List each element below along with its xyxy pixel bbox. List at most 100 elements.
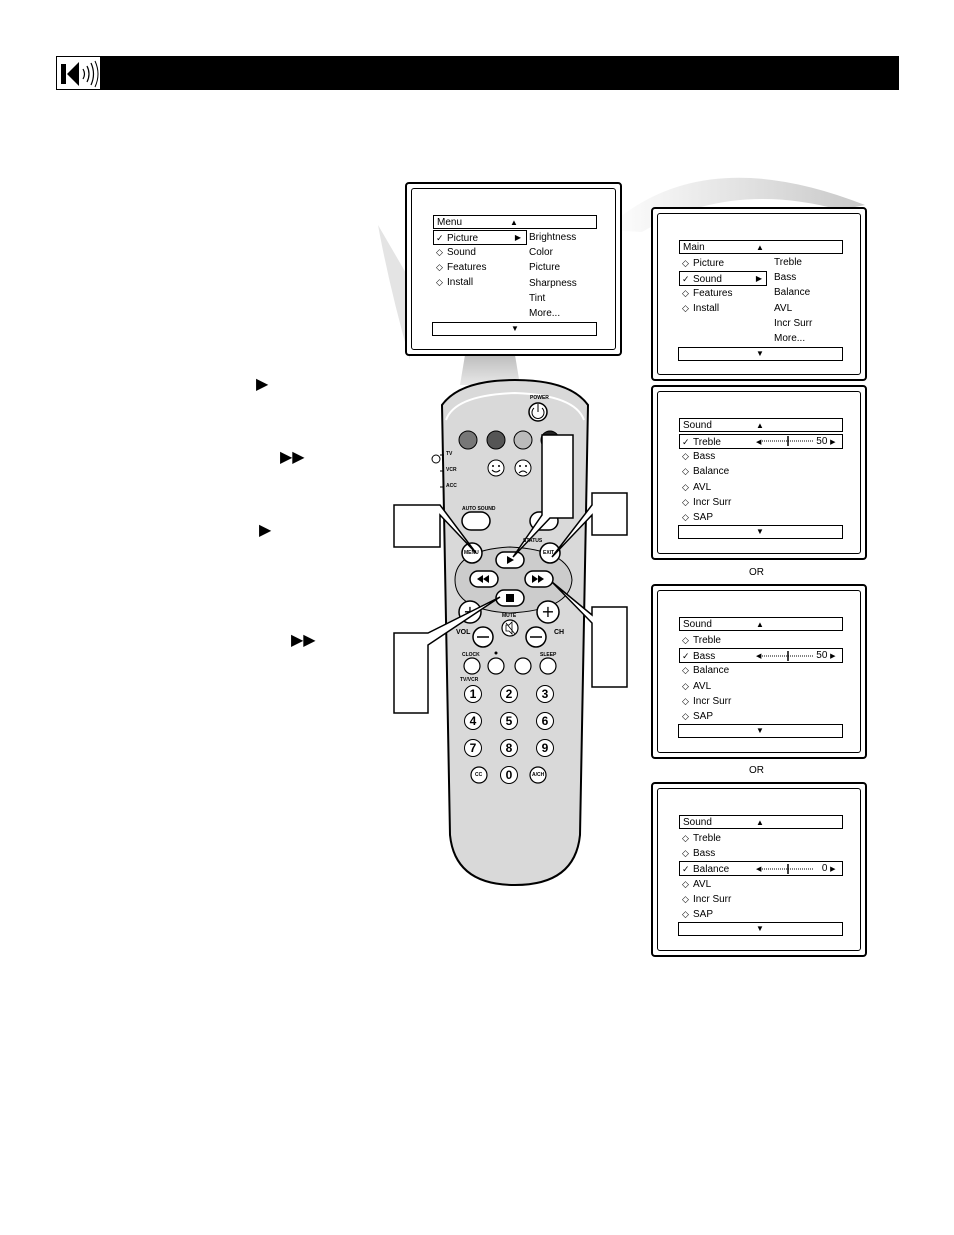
- sound-submenu: Treble Bass Balance AVL Incr Surr More..…: [774, 255, 812, 346]
- clock-label: CLOCK: [462, 652, 480, 658]
- submenu-item[interactable]: More...: [774, 333, 806, 345]
- tv-vcr-label: TV/VCR: [460, 677, 479, 683]
- digit-4-button[interactable]: 4: [464, 712, 482, 730]
- tv-menu-screen: Menu▲ ✓Picture▶ ◇Sound ◇Features ◇Instal…: [405, 182, 622, 356]
- submenu-item[interactable]: Bass: [774, 272, 797, 284]
- submenu-item[interactable]: Sharpness: [529, 277, 577, 289]
- submenu-item[interactable]: Picture: [529, 262, 561, 274]
- sleep-label: SLEEP: [540, 652, 557, 658]
- sound-item[interactable]: ◇Bass: [682, 848, 716, 860]
- sound-item[interactable]: ◇SAP: [682, 512, 714, 523]
- sound-menu-screen: Sound▲ ◇Treble ◇Bass✓Balance◀ 0 ▶ ◇AVL ◇Incr …: [651, 782, 867, 957]
- sound-item[interactable]: ◇Bass: [682, 451, 716, 463]
- sound-menu-screen: Sound▲ ◇Treble ✓Bass◀50 ▶ ◇Balance ◇AVL ◇Incr…: [651, 584, 867, 759]
- menu-item-install[interactable]: ◇Install: [436, 277, 474, 288]
- remote-control: + + POWER TV VCR ACC AUTO SOUND STATUS M…: [380, 375, 650, 895]
- menu-footer: ▼: [678, 525, 843, 539]
- digit-9-button[interactable]: 9: [536, 739, 554, 757]
- right-arrow-icon: ▶: [830, 866, 836, 874]
- right-arrow-icon: ▶: [830, 653, 836, 661]
- menu-footer: ▼: [678, 347, 843, 361]
- level-slider[interactable]: ◀ 0 ▶: [756, 862, 836, 876]
- sound-item[interactable]: ◇Incr Surr: [682, 893, 732, 905]
- sound-item[interactable]: ◇AVL: [682, 481, 712, 493]
- right-arrow-icon: ▶: [259, 522, 272, 539]
- svg-text:+: +: [541, 602, 554, 621]
- digit-3-button[interactable]: 3: [536, 685, 554, 703]
- menu-button[interactable]: MENU: [464, 550, 479, 556]
- left-arrow-icon: ◀: [756, 439, 762, 446]
- exit-button[interactable]: EXIT: [543, 550, 555, 556]
- digit-0-button[interactable]: 0: [500, 766, 518, 784]
- submenu-item[interactable]: More...: [529, 308, 561, 320]
- menu-header: Menu▲: [433, 215, 597, 229]
- submenu-item[interactable]: Tint: [529, 292, 546, 304]
- digit-7-button[interactable]: 7: [464, 739, 482, 757]
- submenu-item[interactable]: Brightness: [529, 232, 577, 243]
- submenu-item[interactable]: AVL: [774, 302, 793, 314]
- sound-item-selected[interactable]: ✓Bass: [679, 648, 843, 664]
- power-label: POWER: [530, 395, 549, 401]
- slider-track: [762, 436, 815, 447]
- menu-item-features[interactable]: ◇Features: [436, 262, 487, 273]
- submenu-item[interactable]: Incr Surr: [774, 317, 813, 329]
- speaker-icon: [56, 56, 101, 90]
- digit-1-button[interactable]: 1: [464, 685, 482, 703]
- menu-header: Sound▲: [679, 617, 843, 631]
- menu-footer: ▼: [432, 322, 597, 336]
- menu-item-picture[interactable]: ◇Picture: [682, 258, 725, 269]
- mode-label-tv: TV: [446, 451, 453, 457]
- slider-value: 0: [821, 863, 828, 875]
- menu-item-install[interactable]: ◇Install: [682, 303, 720, 314]
- sound-item[interactable]: ◇Balance: [682, 466, 730, 478]
- level-slider[interactable]: ◀50 ▶: [756, 435, 836, 449]
- sound-item[interactable]: ◇SAP: [682, 909, 714, 920]
- main-menu-screen: Main▲ ◇Picture ✓Sound▶ ◇Features ◇Instal…: [651, 207, 867, 381]
- right-arrow-icon: ▶: [256, 376, 269, 393]
- left-arrow-icon: ◀: [756, 866, 762, 874]
- sound-item[interactable]: ◇Incr Surr: [682, 496, 732, 508]
- cc-button[interactable]: CC: [475, 772, 483, 778]
- sound-item[interactable]: ◇Treble: [682, 635, 721, 646]
- mute-label: MUTE: [502, 613, 517, 619]
- mode-label-vcr: VCR: [446, 467, 457, 473]
- digit-8-button[interactable]: 8: [500, 739, 518, 757]
- menu-header: Sound▲: [679, 815, 843, 829]
- or-label: OR: [749, 567, 764, 578]
- vol-label: VOL: [456, 629, 471, 636]
- header-bar: [56, 56, 899, 90]
- fast-forward-icon: ▶▶: [280, 449, 305, 466]
- menu-footer: ▼: [678, 922, 843, 936]
- menu-item-sound[interactable]: ◇Sound: [436, 247, 476, 258]
- submenu-item[interactable]: Balance: [774, 287, 811, 299]
- sound-menu-screen: Sound▲ ✓Treble◀50 ▶ ◇Bass ◇Balance ◇AVL ◇Incr…: [651, 385, 867, 560]
- menu-header: Sound▲: [679, 418, 843, 432]
- submenu-item[interactable]: Color: [529, 247, 553, 259]
- mode-label-acc: ACC: [446, 483, 457, 489]
- left-arrow-icon: ◀: [756, 653, 762, 661]
- digit-5-button[interactable]: 5: [500, 712, 518, 730]
- sound-item[interactable]: ◇AVL: [682, 878, 712, 890]
- status-label: STATUS: [523, 538, 543, 544]
- sound-item[interactable]: ◇AVL: [682, 680, 712, 692]
- digit-2-button[interactable]: 2: [500, 685, 518, 703]
- ach-button[interactable]: A/CH: [532, 772, 545, 778]
- sound-item[interactable]: ◇Incr Surr: [682, 695, 732, 707]
- ch-label: CH: [554, 629, 565, 636]
- menu-item-sound[interactable]: ✓Sound▶: [679, 271, 767, 286]
- sound-item[interactable]: ◇Balance: [682, 665, 730, 677]
- beam-graphic: [378, 177, 865, 385]
- sound-item-selected[interactable]: ✓Treble: [679, 434, 843, 449]
- right-arrow-icon: ▶: [830, 439, 836, 446]
- submenu-item[interactable]: Treble: [774, 257, 802, 268]
- menu-item-features[interactable]: ◇Features: [682, 288, 733, 299]
- menu-footer: ▼: [678, 724, 843, 738]
- sound-item-selected[interactable]: ✓Balance: [679, 861, 843, 877]
- level-slider[interactable]: ◀50 ▶: [756, 649, 836, 663]
- sound-item[interactable]: ◇SAP: [682, 711, 714, 722]
- sound-item[interactable]: ◇Treble: [682, 833, 721, 844]
- slider-track: [762, 863, 815, 874]
- picture-submenu: Brightness Color Picture Sharpness Tint …: [529, 230, 577, 321]
- digit-6-button[interactable]: 6: [536, 712, 554, 730]
- menu-item-picture[interactable]: ✓Picture▶: [433, 230, 527, 245]
